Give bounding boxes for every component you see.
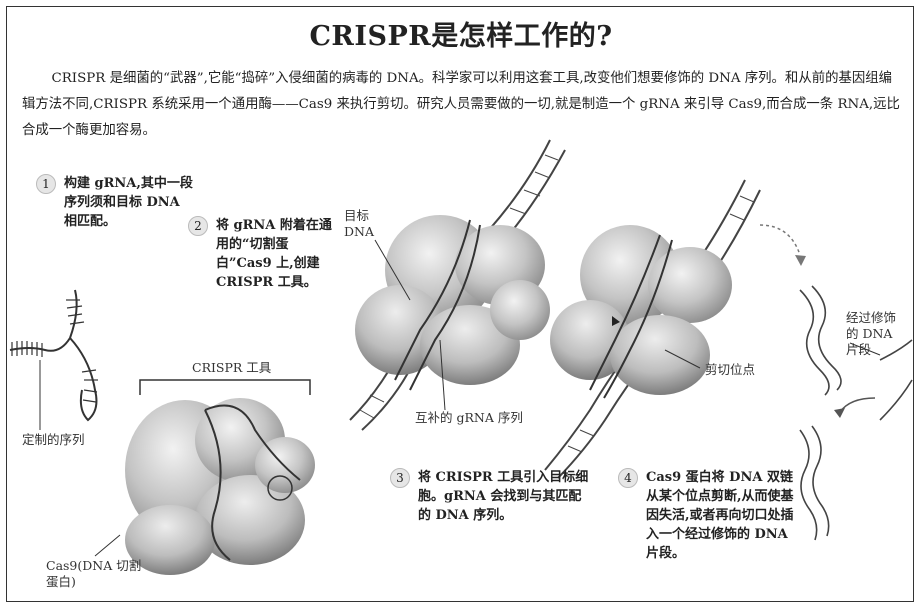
process-arrow — [760, 225, 806, 266]
cas9-complex-illustration — [95, 398, 315, 575]
insert-arrow — [834, 398, 875, 418]
label-target-dna: 目标 DNA — [344, 208, 388, 240]
step-2: 2 将 gRNA 附着在通用的“切割蛋白”Cas9 上,创建 CRISPR 工具… — [188, 216, 338, 292]
step-4: 4 Cas9 蛋白将 DNA 双链从某个位点剪断,从而使基因失活,或者再向切口处… — [618, 468, 798, 563]
intro-paragraph: CRISPR 是细菌的“武器”,它能“捣碎”入侵细菌的病毒的 DNA。科学家可以… — [22, 66, 902, 144]
step-text-3: 将 CRISPR 工具引入目标细胞。gRNA 会找到与其匹配的 DNA 序列。 — [418, 468, 590, 525]
label-complementary-grna: 互补的 gRNA 序列 — [415, 410, 523, 426]
step-number-3: 3 — [390, 468, 410, 488]
step-text-4: Cas9 蛋白将 DNA 双链从某个位点剪断,从而使基因失活,或者再向切口处插入… — [646, 468, 798, 563]
step-3: 3 将 CRISPR 工具引入目标细胞。gRNA 会找到与其匹配的 DNA 序列… — [390, 468, 590, 525]
grna-strand-illustration — [10, 290, 98, 430]
page-title: CRISPR是怎样工作的? — [0, 14, 922, 53]
step-number-1: 1 — [36, 174, 56, 194]
cas9-complex-3 — [355, 215, 550, 410]
step-text-1: 构建 gRNA,其中一段序列须和目标 DNA 相匹配。 — [64, 174, 196, 231]
label-modified-dna: 经过修饰的 DNA 片段 — [846, 310, 908, 358]
step-text-2: 将 gRNA 附着在通用的“切割蛋白”Cas9 上,创建 CRISPR 工具。 — [216, 216, 338, 292]
label-custom-sequence: 定制的序列 — [22, 432, 85, 448]
label-crispr-tool: CRISPR 工具 — [192, 360, 271, 376]
step-number-4: 4 — [618, 468, 638, 488]
label-cas9: Cas9(DNA 切割蛋白) — [46, 558, 146, 590]
crispr-tool-bracket — [140, 380, 310, 395]
label-cut-site: 剪切位点 — [705, 362, 755, 378]
step-number-2: 2 — [188, 216, 208, 236]
step-1: 1 构建 gRNA,其中一段序列须和目标 DNA 相匹配。 — [36, 174, 196, 231]
